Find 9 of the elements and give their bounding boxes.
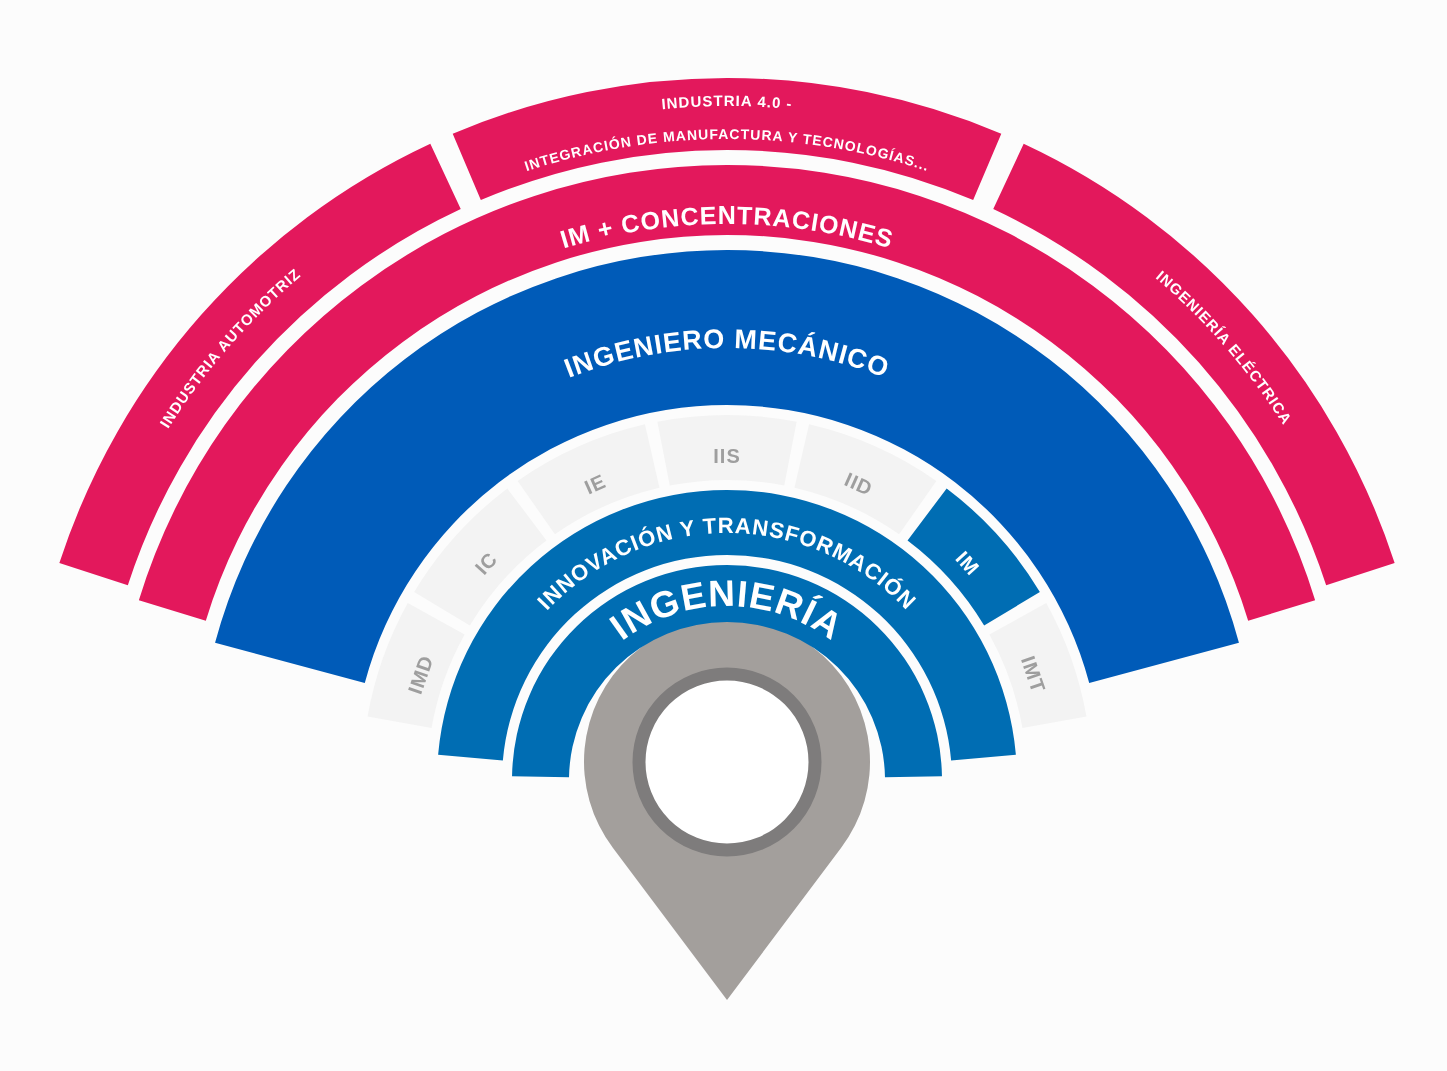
segment-label: IIS	[713, 445, 741, 467]
segment-label: IID	[841, 468, 877, 500]
segment-label: IE	[581, 469, 610, 499]
segment-label: IMT	[1016, 653, 1050, 696]
band-label: IM + CONCENTRACIONES	[556, 201, 897, 254]
segment-label: IM	[951, 546, 985, 580]
band-label: INDUSTRIA 4.0 -	[660, 92, 794, 113]
segment-label: IC	[470, 547, 502, 579]
segment-label: IMD	[403, 652, 438, 697]
